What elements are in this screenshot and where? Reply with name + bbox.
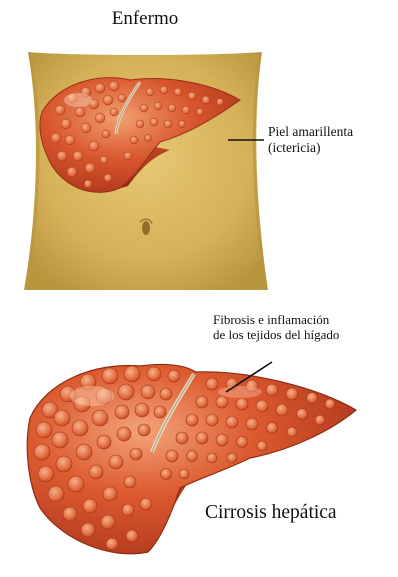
fibrosis-label: Fibrosis e inflamación de los tejidos de… [213,313,339,343]
jaundice-label: Piel amarillenta (ictericia) [268,124,353,155]
bottom-title: Cirrosis hepática [205,502,337,524]
fibrosis-label-line1: Fibrosis e inflamación [213,313,339,328]
fibrosis-label-line2: de los tejidos del hígado [213,328,339,343]
top-title: Enfermo [0,8,290,30]
jaundice-label-line1: Piel amarillenta [268,124,353,140]
liver-small-highlight [64,93,92,107]
liver-large-highlight-right [218,386,262,398]
navel [142,221,150,235]
jaundice-label-line2: (ictericia) [268,140,353,156]
liver-large-highlight [70,386,114,406]
liver-large [27,364,356,553]
